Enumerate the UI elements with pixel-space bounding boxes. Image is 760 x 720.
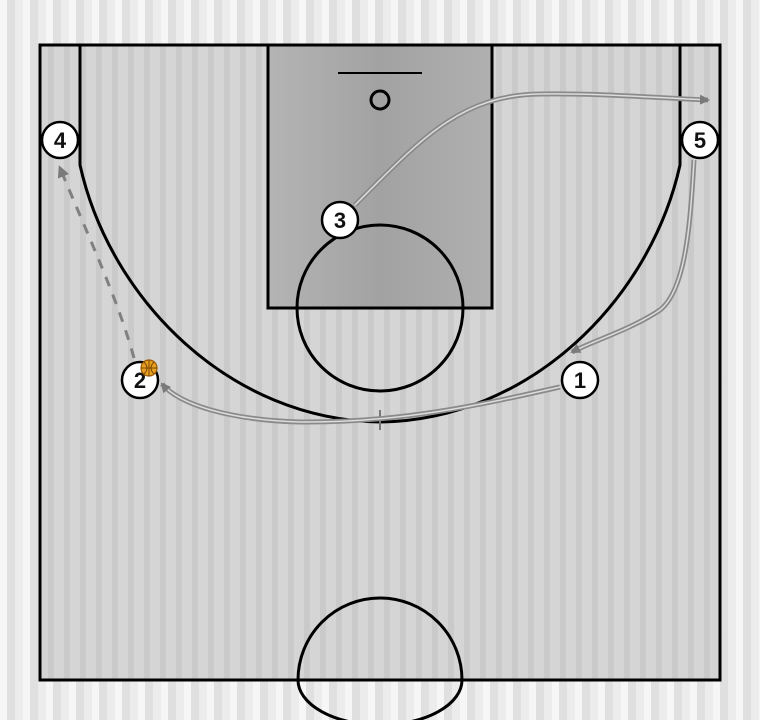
cut-5-to-1 [570, 159, 697, 355]
player-2-label: 2 [134, 368, 146, 393]
rim [369, 89, 391, 111]
center-circle-lower [296, 679, 464, 720]
pass-2-to-4 [57, 165, 136, 359]
player-3-label: 3 [334, 208, 346, 233]
player-4: 4 [40, 120, 80, 160]
player-4-label: 4 [54, 128, 67, 153]
free-throw-circle [295, 223, 465, 393]
center-circle [296, 596, 464, 681]
player-5-label: 5 [694, 128, 706, 153]
cut-1-to-2 [160, 382, 561, 425]
player-3: 3 [320, 200, 360, 240]
player-5: 5 [680, 120, 720, 160]
basketball-icon [140, 359, 158, 377]
player-1-label: 1 [574, 368, 586, 393]
cut-3-to-corner [353, 91, 710, 207]
player-1: 1 [560, 360, 600, 400]
